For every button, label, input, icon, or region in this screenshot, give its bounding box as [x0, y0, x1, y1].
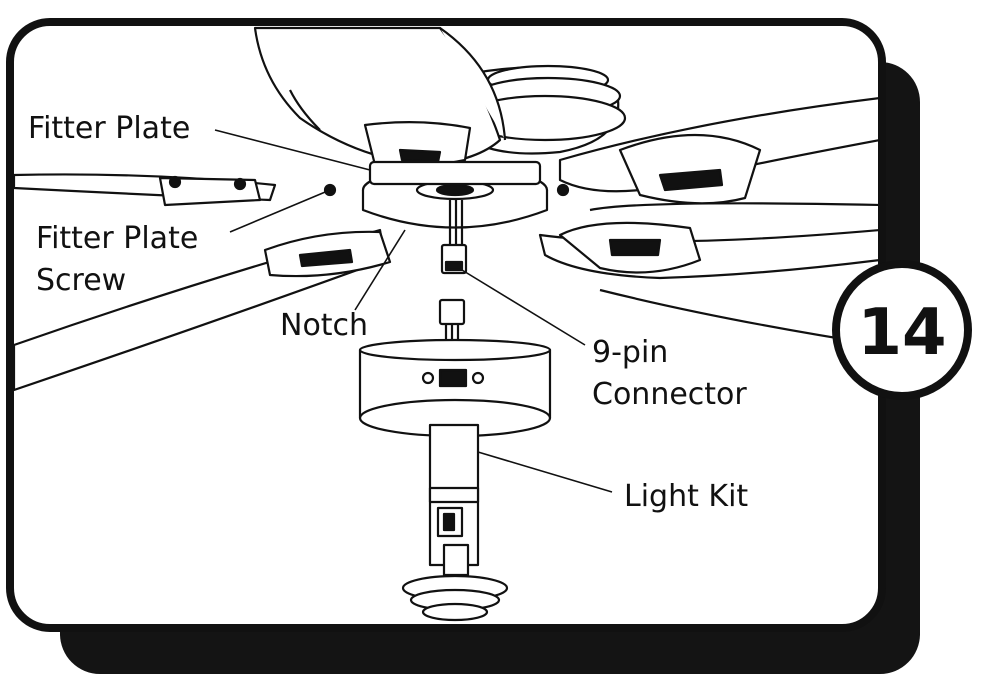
leader-lines — [214, 129, 613, 493]
label-notch: Notch — [280, 308, 368, 343]
leader-light-kit — [477, 451, 613, 493]
fan-illustration — [14, 26, 878, 622]
leader-fitter-plate-screw — [229, 189, 331, 233]
label-light-kit: Light Kit — [624, 479, 748, 514]
leader-connector — [461, 269, 586, 346]
label-connector-line1: 9-pin — [592, 335, 668, 370]
leader-notch — [354, 229, 406, 311]
label-fitter-plate-screw-line2: Screw — [36, 263, 126, 298]
label-fitter-plate: Fitter Plate — [28, 111, 190, 146]
leader-fitter-plate — [214, 129, 371, 171]
label-connector-line2: Connector — [592, 377, 747, 412]
lower-plug — [438, 298, 466, 326]
label-fitter-plate-screw-line1: Fitter Plate — [36, 221, 198, 256]
step-badge — [832, 260, 972, 400]
step-number: 14 — [857, 296, 946, 370]
